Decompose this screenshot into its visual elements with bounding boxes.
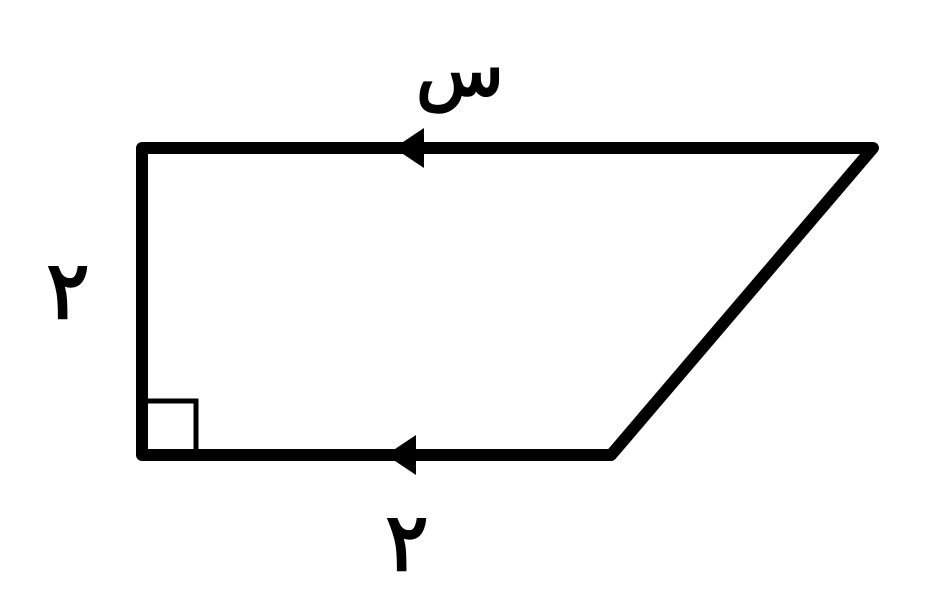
bottom-parallel-arrow-icon <box>386 435 416 475</box>
right-angle-marker <box>142 398 199 455</box>
trapezoid-shape <box>136 142 879 461</box>
bottom-side-label: ٢ <box>386 495 429 589</box>
top-side-label: س <box>416 27 504 114</box>
left-side-label: ٢ <box>47 243 90 337</box>
top-parallel-arrow-icon <box>394 128 424 168</box>
